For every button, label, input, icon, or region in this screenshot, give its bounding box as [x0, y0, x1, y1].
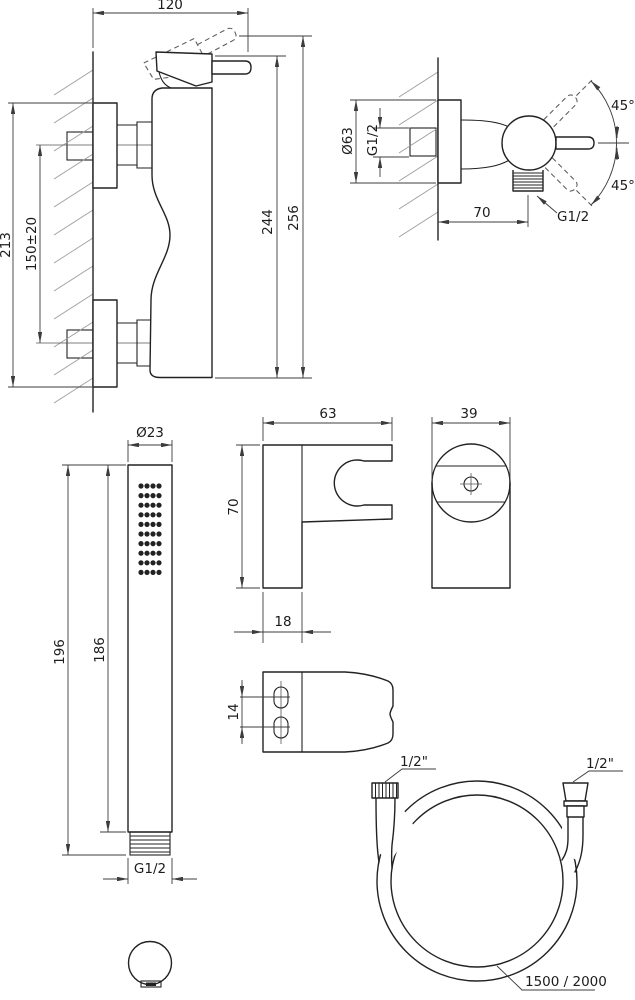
hose-label-length: 1500 / 2000: [525, 974, 607, 990]
mounting-slot-lower: [273, 716, 289, 739]
handle-raised-dashed: [143, 27, 237, 80]
dim-height-213: 213: [0, 102, 92, 388]
hose-neck-left: [375, 797, 380, 863]
dim-escutcheon: Ø63: [340, 99, 436, 184]
spray-nozzles: [138, 483, 162, 575]
valve-body: [501, 115, 557, 171]
dim-label-height: 70: [226, 498, 242, 515]
holder-top-view: 14: [226, 671, 394, 753]
dim-width-63: 63: [262, 406, 393, 441]
wall-hatching: [53, 69, 94, 404]
dim-diameter: Ø23: [127, 425, 173, 462]
holder-profile: [262, 444, 393, 589]
hose-neck-right: [561, 805, 569, 861]
dim-label-depth: 70: [473, 205, 490, 221]
lever-up-dashed: [543, 78, 594, 129]
dim-label-inlet-thread: G1/2: [365, 124, 381, 156]
screw: [460, 473, 482, 495]
mixer-body: [149, 87, 213, 379]
dim-thread: G1/2: [103, 858, 197, 884]
dim-label-diameter: Ø23: [136, 425, 164, 441]
escutcheon: [437, 99, 462, 184]
holder-front-body: [431, 482, 511, 589]
dim-label-swing-down: 45°: [611, 178, 635, 194]
dim-depth: 70: [438, 195, 529, 227]
upper-inlet-connection: [92, 102, 152, 189]
dim-label-inlet-spacing: 150±20: [24, 217, 40, 271]
hose-label-right: 1/2": [586, 756, 614, 772]
dim-label-lever-height: 244: [260, 209, 276, 235]
dim-inlet-thread: G1/2: [365, 108, 409, 177]
hand-shower-view: Ø23 196 186 G1/2: [52, 425, 197, 884]
dim-label-width: 39: [460, 406, 477, 422]
hand-shower-body: [127, 464, 173, 833]
dim-label-escutcheon: Ø63: [340, 127, 356, 155]
dim-label-base: 18: [274, 614, 291, 630]
hose-fitting-right: [562, 782, 589, 818]
label-connection-left: 1/2": [384, 754, 436, 783]
dim-lengths: 196 186: [52, 464, 126, 856]
outlet-thread: [512, 170, 544, 192]
holder-side-view: 63 70 18: [226, 406, 393, 643]
hose-view: 1/2" 1/2" 1500 / 2000: [371, 754, 623, 991]
dim-label-outlet-thread: G1/2: [557, 209, 589, 225]
inlet-stub: [409, 127, 437, 157]
lower-inlet-connection: [92, 299, 150, 388]
dim-label-width: 63: [319, 406, 336, 422]
dim-label-width: 120: [157, 0, 183, 13]
lever: [555, 136, 595, 150]
wall-hatching: [398, 71, 439, 238]
handle-lever: [211, 60, 252, 75]
holder-front-knob: [431, 443, 511, 523]
handle-head: [155, 51, 213, 87]
dim-width-120: 120: [92, 0, 249, 52]
dim-heights-244-256: 244 256: [215, 35, 312, 379]
clip-outline: [262, 671, 394, 753]
mixer-side-view: 120 213 150±20 244 256: [0, 0, 312, 413]
label-outlet-thread: G1/2: [536, 195, 589, 225]
hose-nut-left: [371, 782, 399, 799]
dim-label-height: 213: [0, 232, 14, 258]
dim-base-18: 18: [234, 592, 331, 643]
dim-width-39: 39: [431, 406, 511, 481]
label-connection-right: 1/2": [572, 756, 623, 783]
dim-spacing-150: 150±20: [24, 145, 43, 343]
dim-label-swing-up: 45°: [611, 98, 635, 114]
dim-label-length-body: 186: [92, 637, 108, 663]
dim-height-70: 70: [226, 444, 260, 589]
hand-shower-bottom-view: [127, 940, 173, 988]
lower-escutcheon: [92, 299, 118, 388]
dim-hole-spacing-14: 14: [226, 680, 290, 744]
handle: [155, 51, 252, 89]
mounting-slot-upper: [273, 686, 289, 709]
dim-label-hole-spacing: 14: [226, 703, 242, 720]
dim-label-total-height: 256: [286, 205, 302, 231]
hose-coil-inner: [390, 794, 564, 968]
hand-shower-thread: [129, 831, 171, 856]
hose-label-left: 1/2": [400, 754, 428, 770]
dim-label-length-total: 196: [52, 639, 68, 665]
lever-down-dashed: [543, 157, 594, 208]
hose-coil-outer: [376, 780, 578, 982]
upper-escutcheon: [92, 102, 118, 189]
holder-front-view: 39: [431, 406, 511, 589]
label-hose-length: 1500 / 2000: [496, 965, 607, 991]
dim-label-thread: G1/2: [134, 861, 166, 877]
outlet-tab: [140, 980, 162, 988]
mixer-top-view: Ø63 G1/2 70 G1/2 45° 45°: [340, 57, 635, 241]
